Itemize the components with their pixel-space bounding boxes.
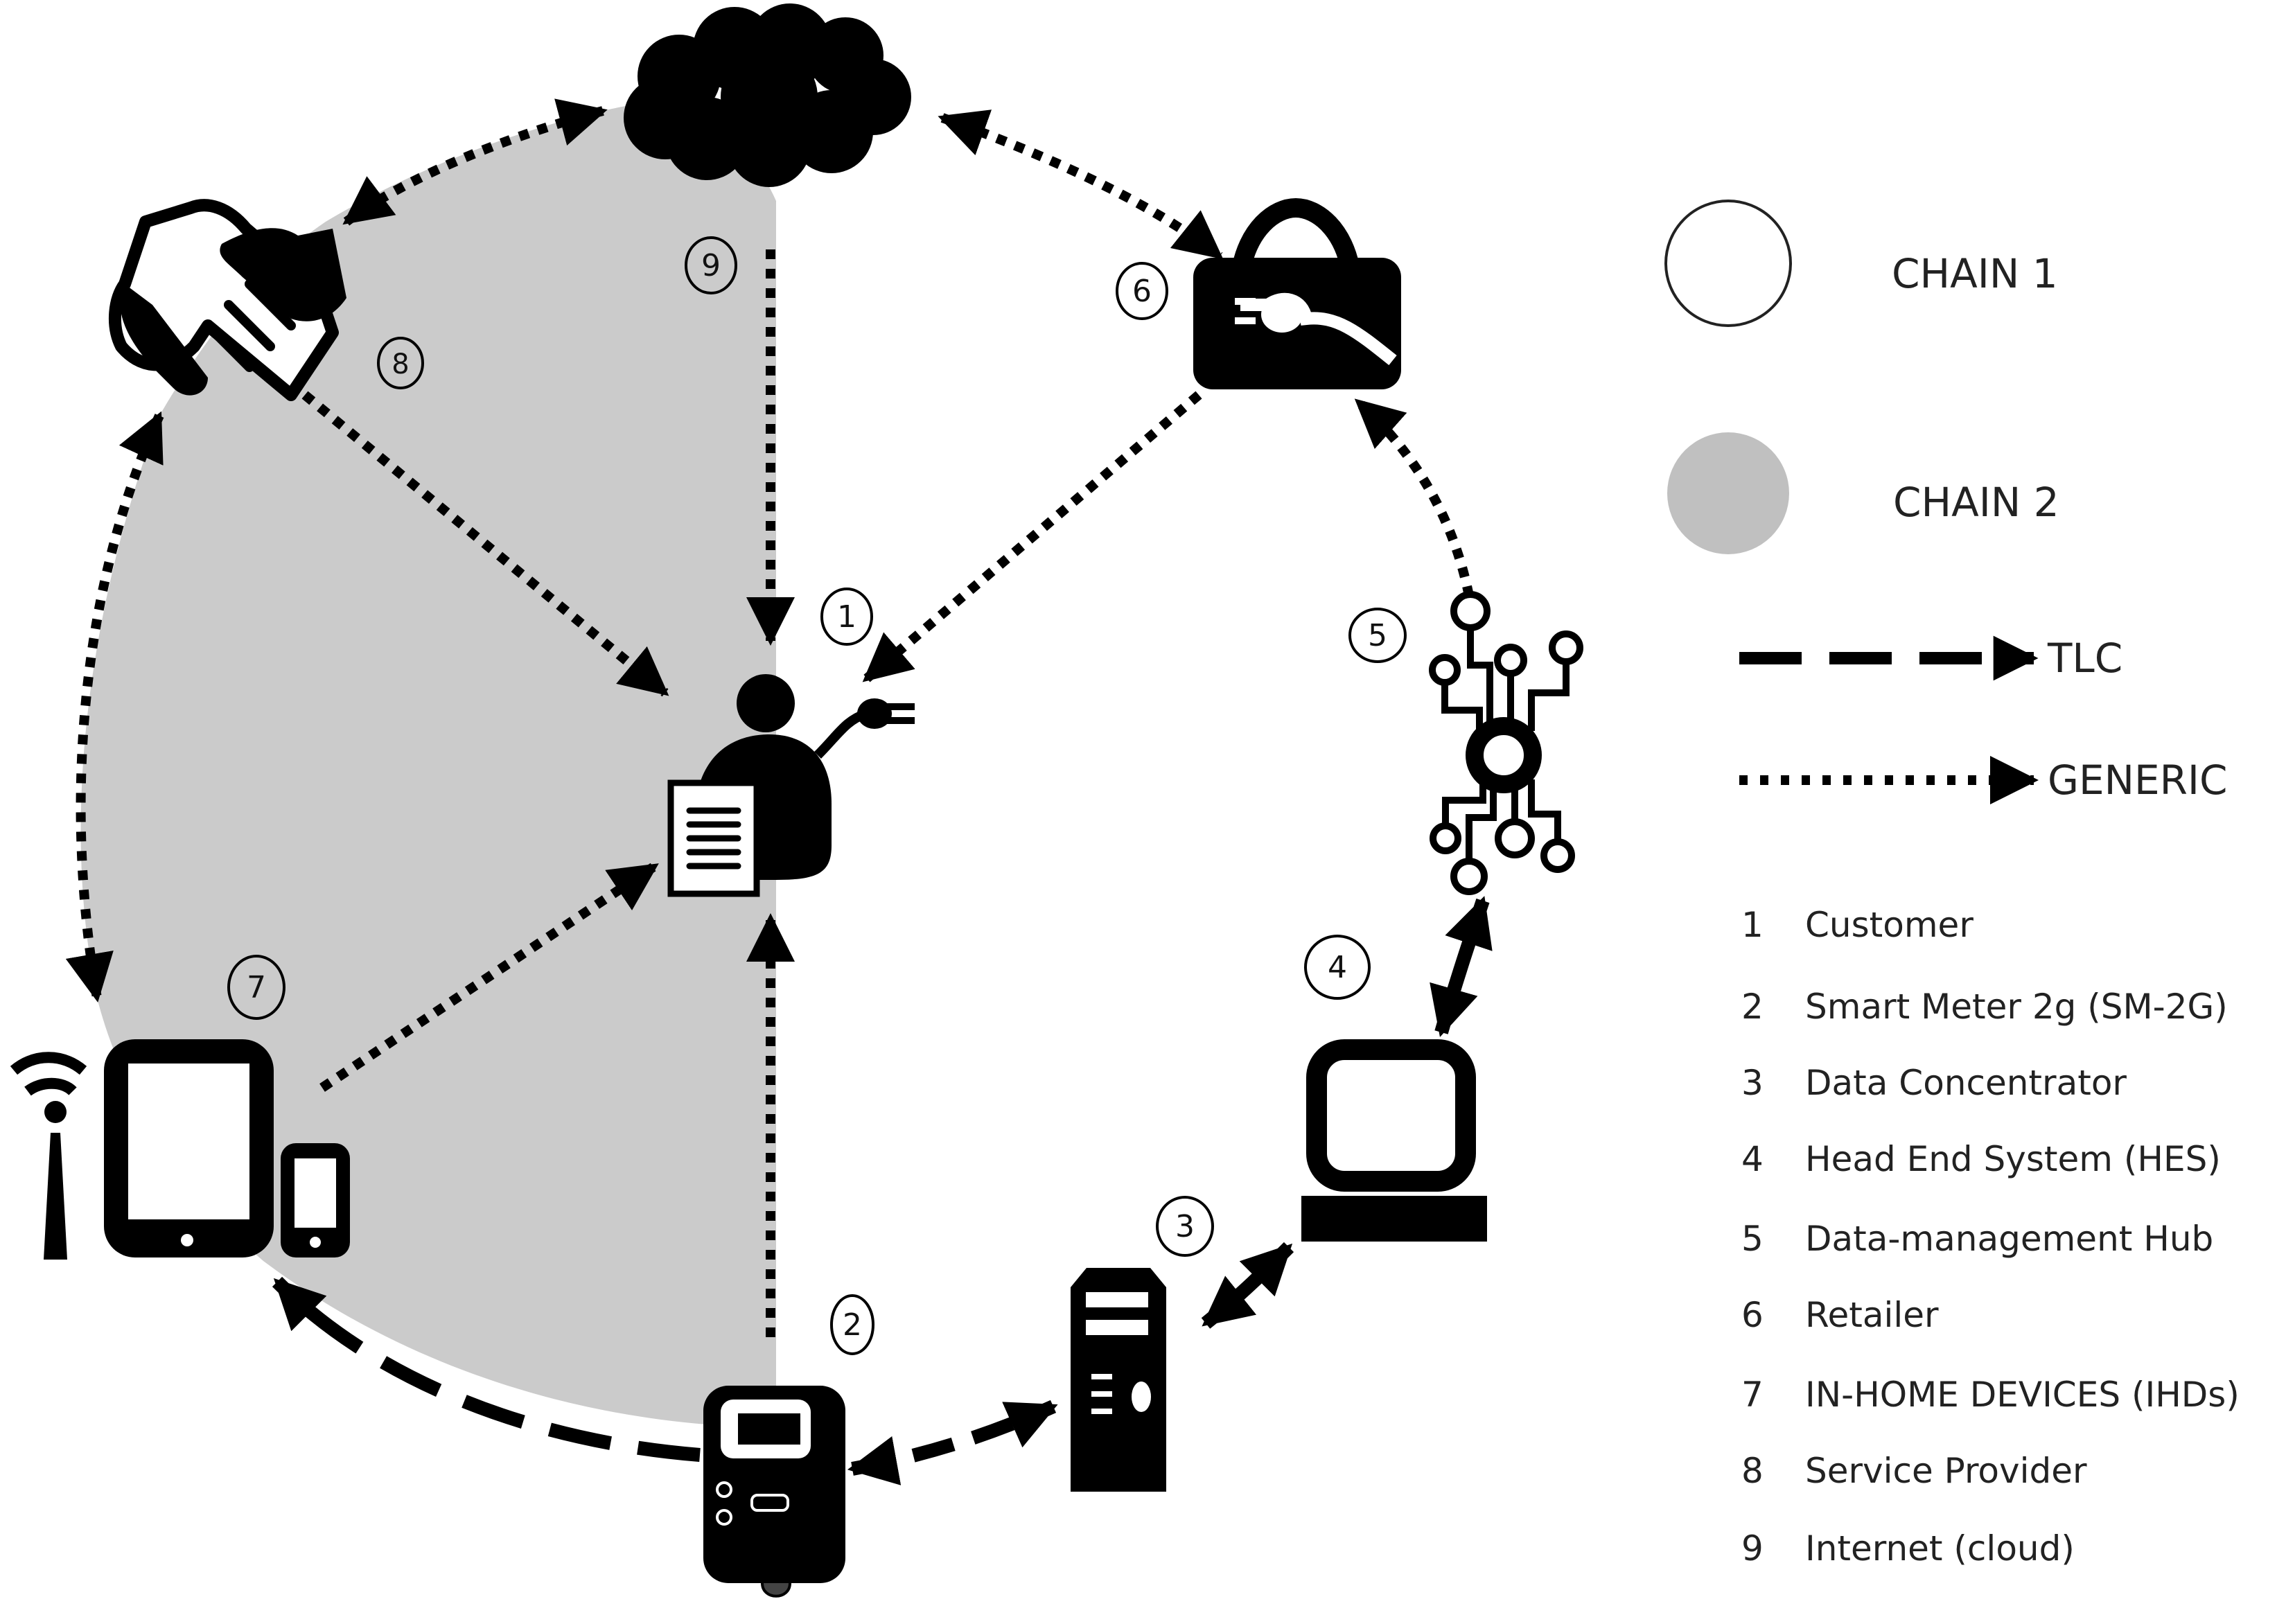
- legend-generic: GENERIC: [1739, 756, 2228, 804]
- svg-text:Customer: Customer: [1805, 905, 1973, 945]
- link-meter-concentrator: [847, 1400, 1058, 1485]
- node-key-item: 3 Data Concentrator: [1741, 1063, 2127, 1103]
- legend-chain1-label: CHAIN 1: [1892, 250, 2058, 297]
- node-key-item: 4 Head End System (HES): [1741, 1139, 2221, 1179]
- node-4-badge: 4: [1304, 935, 1371, 1000]
- node-2-badge: 2: [830, 1294, 874, 1355]
- svg-text:Internet (cloud): Internet (cloud): [1805, 1528, 2075, 1569]
- legend-tlc-label: TLC: [2047, 635, 2122, 682]
- svg-text:Retailer: Retailer: [1805, 1295, 1939, 1335]
- node-key-item: 2 Smart Meter 2g (SM-2G): [1741, 987, 2228, 1027]
- briefcase-plug-icon[interactable]: [1193, 197, 1401, 389]
- legend-tlc: TLC: [1739, 635, 2122, 682]
- svg-text:7: 7: [1741, 1375, 1764, 1415]
- server-tower-icon[interactable]: [1071, 1268, 1166, 1492]
- svg-text:9: 9: [1741, 1528, 1764, 1569]
- handshake-icon[interactable]: [108, 199, 346, 401]
- node-1-badge: 1: [820, 588, 873, 646]
- link-concentrator-hes: [1201, 1242, 1294, 1329]
- node-7-number: 7: [247, 970, 266, 1005]
- link-cloud-serviceprovider: [342, 98, 608, 226]
- node-6-badge: 6: [1116, 262, 1168, 320]
- svg-text:Head End System (HES): Head End System (HES): [1805, 1139, 2221, 1179]
- node-4-number: 4: [1328, 950, 1347, 985]
- circuit-hub-icon[interactable]: [1429, 591, 1583, 895]
- legend-chain2-label: CHAIN 2: [1893, 479, 2059, 526]
- svg-text:1: 1: [1741, 905, 1764, 945]
- legend: CHAIN 1 CHAIN 2 TLC GENERIC 1 Customer 2…: [1664, 200, 2240, 1569]
- svg-text:3: 3: [1741, 1063, 1764, 1103]
- smart-meter-icon[interactable]: [703, 1386, 845, 1598]
- svg-text:6: 6: [1741, 1295, 1764, 1335]
- tablet-phone-antenna-icon[interactable]: [10, 1039, 350, 1260]
- legend-generic-label: GENERIC: [2048, 757, 2228, 804]
- svg-text:2: 2: [1741, 987, 1764, 1027]
- node-5-badge: 5: [1348, 608, 1407, 663]
- node-key-item: 1 Customer: [1741, 905, 1973, 945]
- node-9-badge: 9: [685, 236, 737, 294]
- cloud-icon[interactable]: [624, 3, 911, 187]
- svg-text:Data Concentrator: Data Concentrator: [1805, 1063, 2127, 1103]
- legend-chain2: CHAIN 2: [1667, 432, 2059, 554]
- svg-text:Smart Meter 2g (SM-2G): Smart Meter 2g (SM-2G): [1805, 987, 2228, 1027]
- link-retailer-customer: [862, 391, 1202, 683]
- node-8-number: 8: [392, 348, 409, 380]
- node-3-number: 3: [1175, 1209, 1195, 1244]
- svg-text:5: 5: [1741, 1219, 1764, 1259]
- computer-monitor-icon[interactable]: [1301, 1039, 1487, 1242]
- node-key-item: 7 IN-HOME DEVICES (IHDs): [1741, 1375, 2240, 1415]
- node-key-item: 9 Internet (cloud): [1741, 1528, 2075, 1569]
- svg-text:IN-HOME DEVICES (IHDs): IN-HOME DEVICES (IHDs): [1805, 1375, 2240, 1415]
- chain2-swatch: [1667, 432, 1789, 554]
- node-key-item: 8 Service Provider: [1741, 1451, 2087, 1491]
- node-9-number: 9: [701, 248, 721, 283]
- node-6-number: 6: [1132, 274, 1152, 309]
- link-hes-hub: [1430, 896, 1493, 1037]
- svg-text:Service Provider: Service Provider: [1805, 1451, 2087, 1491]
- svg-text:4: 4: [1741, 1139, 1764, 1179]
- node-2-number: 2: [843, 1307, 862, 1343]
- svg-text:8: 8: [1741, 1451, 1764, 1491]
- node-key-item: 5 Data-management Hub: [1741, 1219, 2213, 1259]
- link-meter-ihd: [272, 1276, 701, 1462]
- connections: [65, 98, 1493, 1485]
- node-8-badge: 8: [377, 337, 424, 389]
- node-5-number: 5: [1368, 618, 1387, 653]
- node-key-item: 6 Retailer: [1741, 1295, 1939, 1335]
- chain1-swatch: [1664, 200, 1792, 327]
- link-ihd-customer: [319, 862, 659, 1092]
- legend-chain1: CHAIN 1: [1664, 200, 2058, 327]
- link-cloud-retailer: [938, 109, 1224, 261]
- node-3-badge: 3: [1156, 1196, 1214, 1257]
- node-key-list: 1 Customer 2 Smart Meter 2g (SM-2G) 3 Da…: [1741, 905, 2240, 1569]
- link-serviceprovider-customer: [301, 391, 669, 697]
- link-serviceprovider-ihd: [65, 411, 164, 1003]
- svg-text:Data-management Hub: Data-management Hub: [1805, 1219, 2213, 1259]
- node-7-badge: 7: [227, 955, 285, 1020]
- node-1-number: 1: [837, 599, 856, 635]
- customer-plug-icon[interactable]: [667, 674, 915, 897]
- link-hub-retailer: [1354, 398, 1474, 597]
